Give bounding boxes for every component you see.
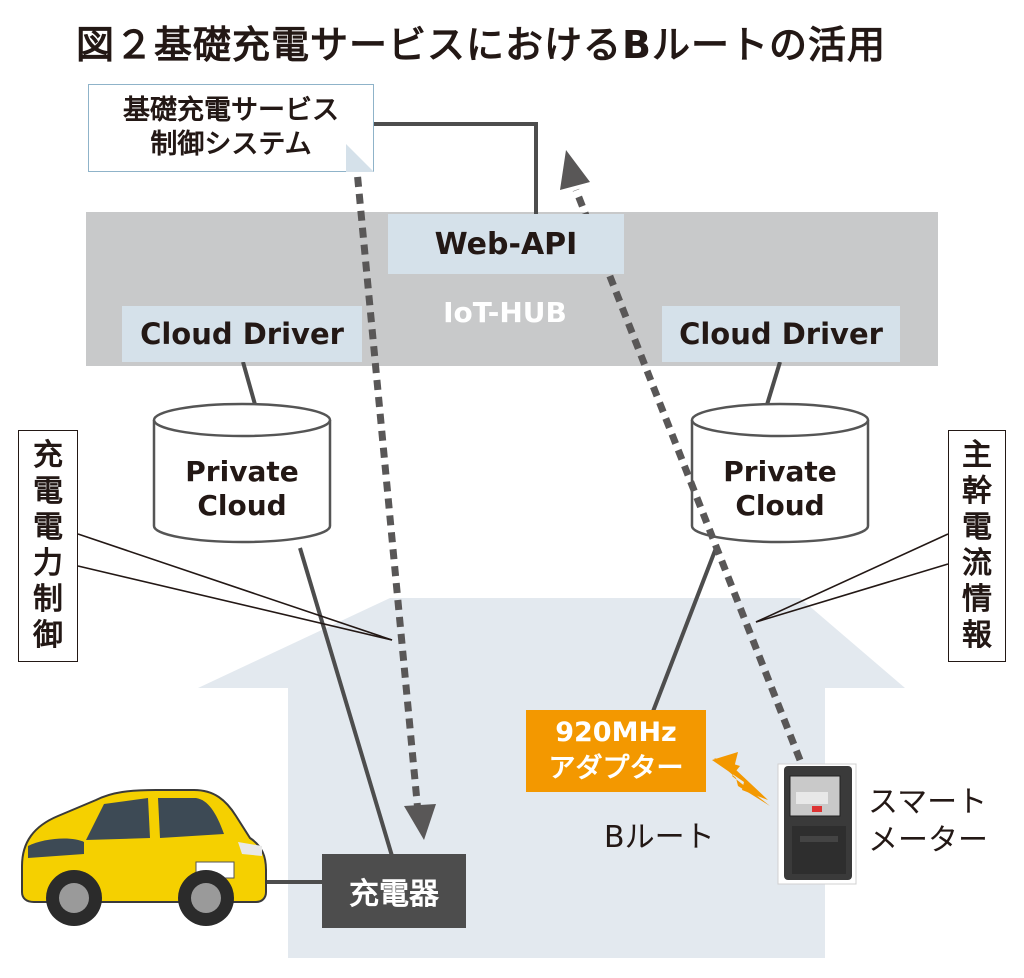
smart-meter-line2: メーター (868, 823, 988, 858)
control-system-box: 基礎充電サービス 制御システム (88, 84, 374, 172)
charger-box: 充電器 (322, 854, 466, 928)
control-system-line2: 制御システム (150, 129, 312, 160)
iot-hub-label: IoT-HUB (443, 295, 567, 329)
side-left-char: 電 (33, 510, 63, 545)
adapter-line2: アダプター (548, 753, 684, 784)
left-callout-line-2 (77, 565, 393, 641)
cloud-to-charger-line (298, 547, 394, 857)
side-right-char: 流 (962, 546, 992, 581)
web-api-box: Web-API (388, 214, 624, 274)
diagram-title: 図２基礎充電サービスにおけるBルートの活用 (76, 23, 886, 67)
lightning-icon-2 (714, 758, 770, 806)
side-left-char: 制 (33, 582, 63, 617)
private-cloud-right-line1: Private (723, 455, 837, 488)
right-callout-line-2 (755, 563, 949, 623)
side-left-char: 御 (33, 618, 63, 653)
private-cloud-left-line2: Cloud (197, 489, 287, 522)
side-right-char: 幹 (962, 474, 992, 509)
right-driver-cloud-line (764, 361, 782, 409)
adapter-box: 920MHz アダプター (526, 710, 706, 792)
private-cloud-left: Private Cloud (154, 452, 330, 526)
car-icon (21, 789, 267, 926)
info-arrowhead (560, 150, 590, 190)
right-callout-line-1 (755, 533, 949, 623)
cloud-driver-right: Cloud Driver (662, 306, 900, 362)
cloud-driver-left: Cloud Driver (122, 306, 362, 362)
control-arrowhead (404, 804, 436, 840)
main-current-info-label: 主 幹 電 流 情 報 (948, 430, 1006, 662)
side-left-char: 力 (33, 546, 63, 581)
private-cloud-right: Private Cloud (692, 452, 868, 526)
cloud-to-adapter-line (650, 547, 718, 715)
side-right-char: 電 (962, 510, 992, 545)
charge-power-control-label: 充 電 電 力 制 御 (18, 430, 78, 662)
side-right-char: 情 (962, 582, 992, 617)
private-cloud-left-line1: Private (185, 455, 299, 488)
side-left-char: 電 (33, 474, 63, 509)
left-callout-line-1 (77, 533, 393, 641)
note-fold (346, 144, 374, 172)
adapter-line1: 920MHz (555, 717, 677, 748)
smart-meter-label: スマート メーター (868, 784, 988, 860)
control-system-line1: 基礎充電サービス (123, 95, 339, 126)
side-right-char: 主 (962, 438, 992, 473)
info-dotted-arrow (572, 188, 804, 762)
control-dotted-arrow (352, 159, 422, 813)
system-to-api-line (374, 122, 538, 214)
left-driver-cloud-line (241, 361, 258, 409)
private-cloud-right-line2: Cloud (735, 489, 825, 522)
side-left-char: 充 (33, 438, 63, 473)
right-cloud-cylinder (690, 402, 870, 544)
smart-meter-line1: スマート (868, 785, 988, 820)
smart-meter-icon (777, 763, 857, 885)
b-route-label: Bルート (604, 820, 715, 855)
left-cloud-cylinder (152, 402, 332, 544)
side-right-char: 報 (962, 618, 992, 653)
